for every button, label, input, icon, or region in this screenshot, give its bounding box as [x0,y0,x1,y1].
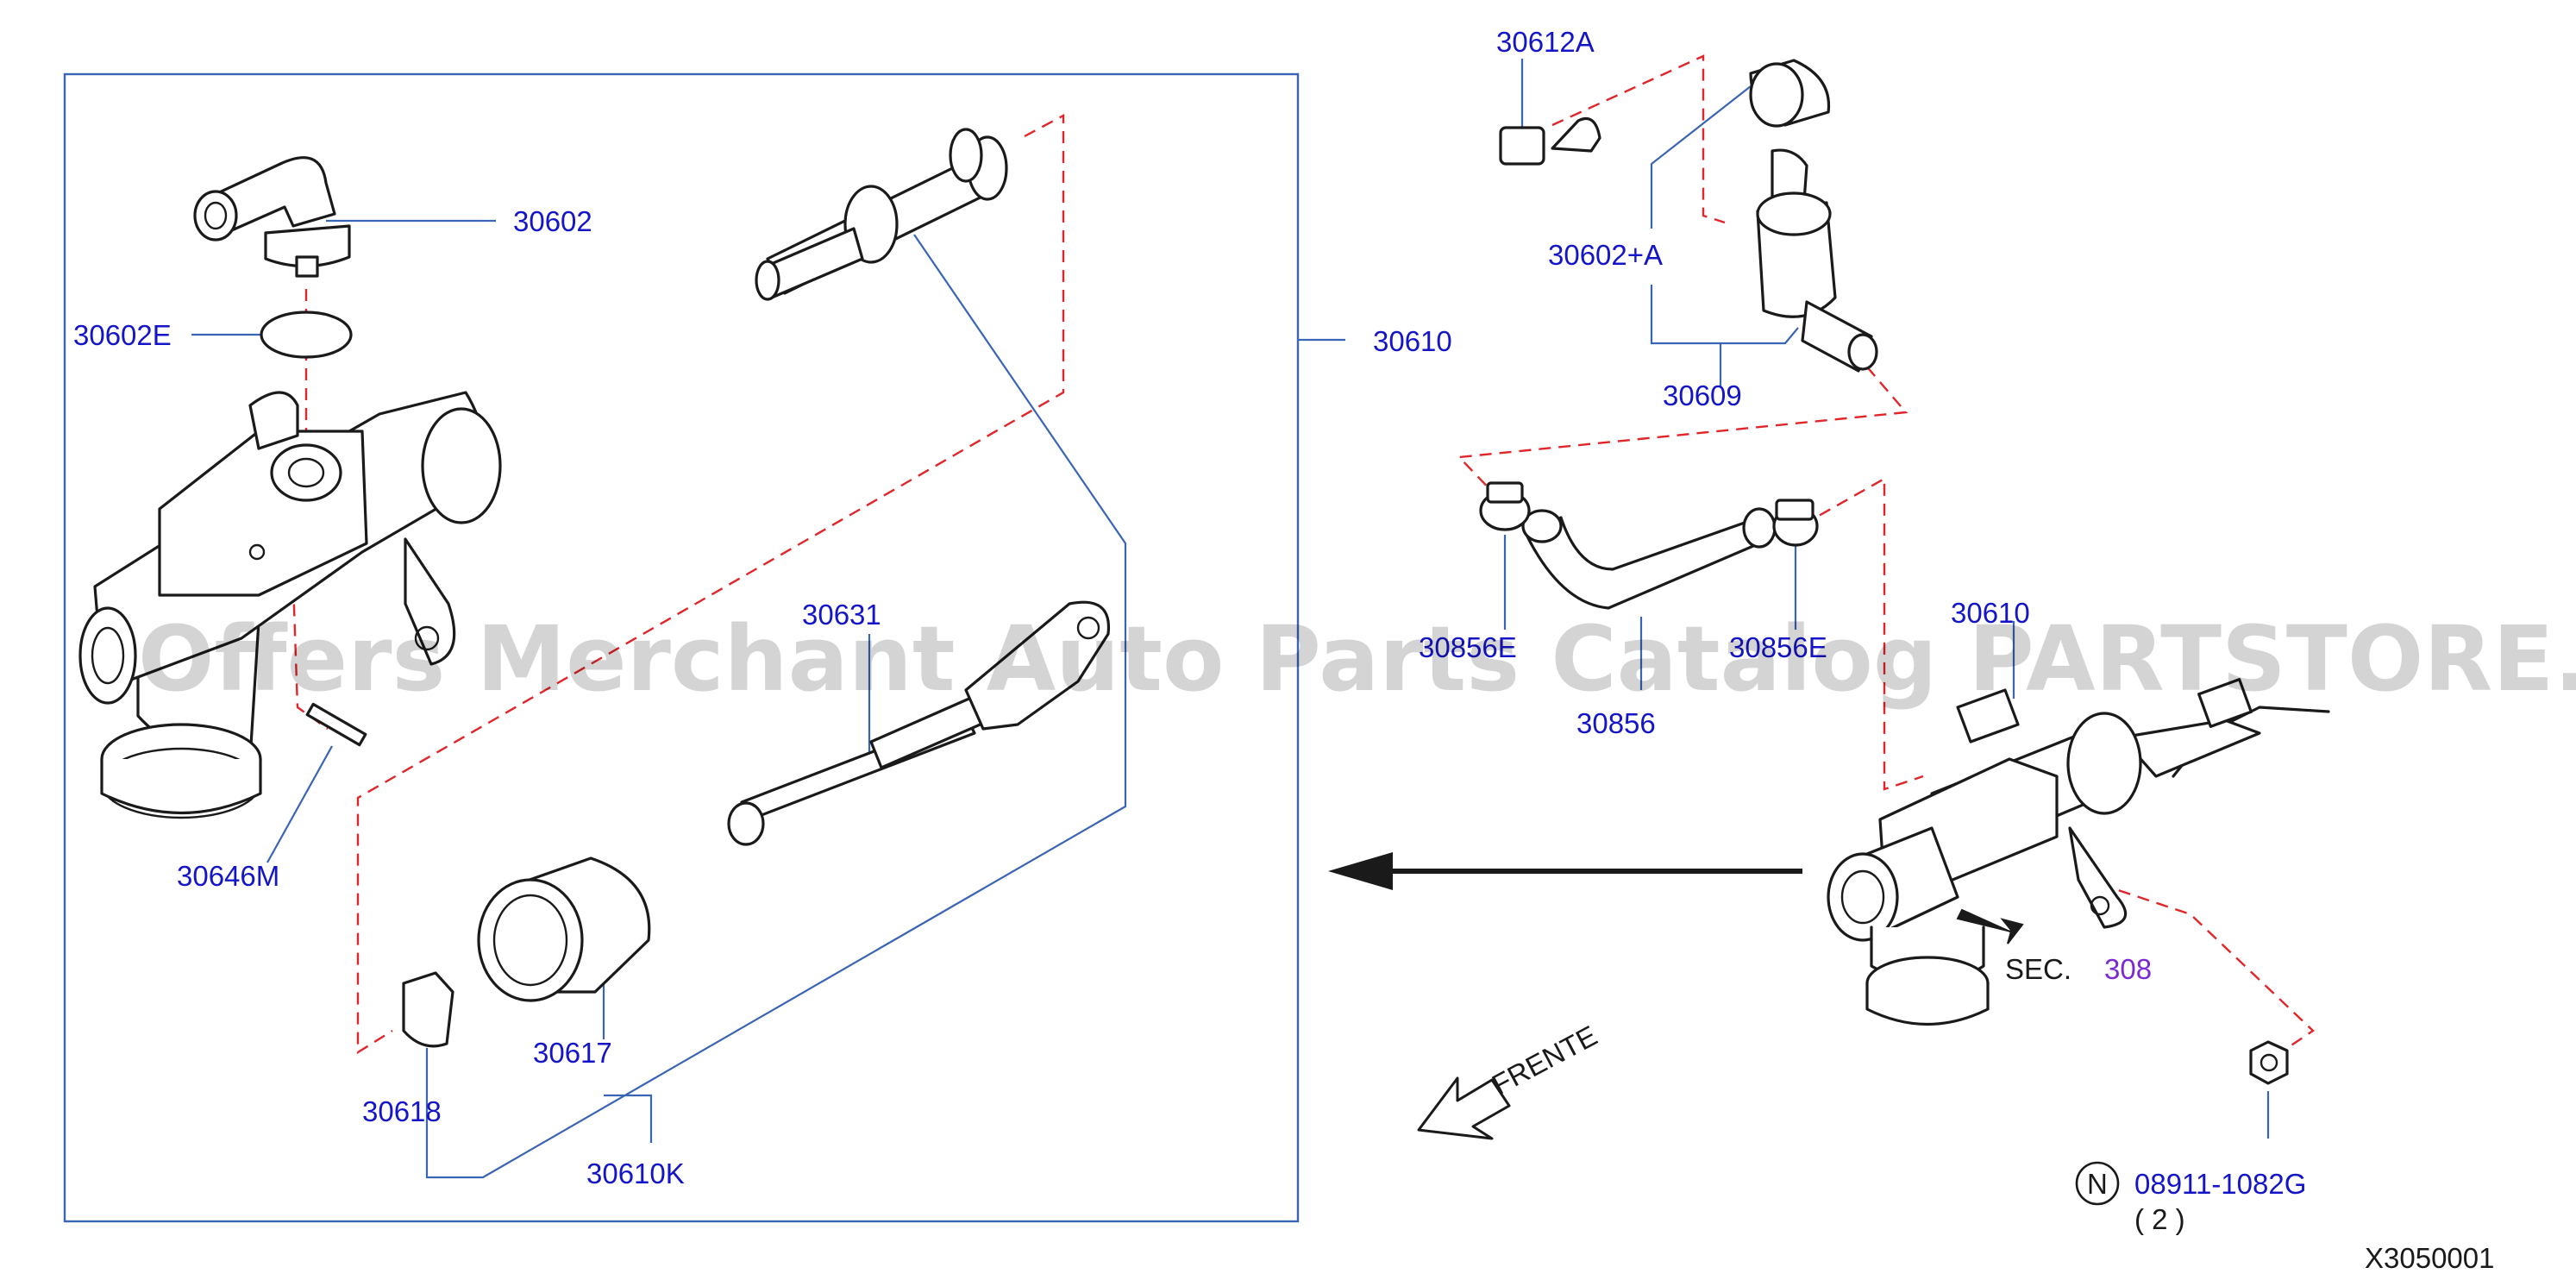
hose-clamp-left [1479,481,1531,531]
label-30612A: 30612A [1496,26,1595,58]
leader-lines [191,59,2270,1179]
label-30602: 30602 [513,205,592,237]
label-30602E: 30602E [73,319,172,351]
assembly-frame [63,72,1300,1223]
label-30610-installed: 30610 [1951,597,2030,629]
label-frente: FRENTE [1487,1020,1602,1101]
oring-30602E [260,311,353,359]
leader-30602A [1650,85,1799,345]
elbow-connector-30602 [193,156,351,278]
leader-30610K [425,234,1127,1179]
reservoir-30609 [1499,59,1878,373]
pin-30646M [305,702,367,747]
sec-arrow [1956,908,2024,944]
label-30631: 30631 [802,599,881,631]
dash-hose [1457,351,1908,497]
dash-nut [2099,882,2315,1062]
push-rod-30631 [727,600,1111,846]
flange-nut [2249,1040,2289,1085]
label-sec-number: 308 [2104,953,2152,985]
dash-reservoir [1551,54,1726,224]
frente-arrow-icon [1417,1076,1511,1140]
boot-30617 [477,856,651,1002]
label-nut-marker: N [2087,1168,2108,1200]
label-30856E-left: 30856E [1419,631,1517,663]
label-30856E-right: 30856E [1729,631,1827,663]
hose-clamp-right [1772,499,1819,547]
leader-30646M [266,745,333,863]
dash-clamp-right [1784,476,1924,791]
label-nut-part: 08911-1082G [2134,1168,2306,1200]
watermark: Offers Merchant Auto Parts Catalog PARTS… [138,606,2576,712]
label-30646M: 30646M [177,860,279,892]
label-30610-assembly: 30610 [1373,325,1452,357]
label-30609: 30609 [1663,380,1742,411]
push-rod-upper [755,128,1008,301]
master-cylinder-body [78,391,502,819]
master-cylinder-installed [1827,678,2330,1026]
dash-piston-rod [356,114,1065,1055]
label-diagram-code: X3050001 [2365,1242,2494,1274]
hose-30856 [1521,507,1777,610]
label-30610K: 30610K [586,1158,685,1189]
label-30617: 30617 [533,1037,612,1069]
label-30618: 30618 [362,1095,442,1127]
label-sec-prefix: SEC. [2005,953,2071,985]
nut-marker-circle [2075,1161,2120,1206]
label-nut-qty: ( 2 ) [2134,1203,2185,1235]
label-30856: 30856 [1576,707,1656,739]
label-30602A: 30602+A [1548,239,1663,271]
retainer-30618 [402,971,454,1048]
part-labels: 30602 30602E 30610 30646M 30631 30617 30… [73,26,2494,1274]
assembly-arrow [1328,852,1802,890]
